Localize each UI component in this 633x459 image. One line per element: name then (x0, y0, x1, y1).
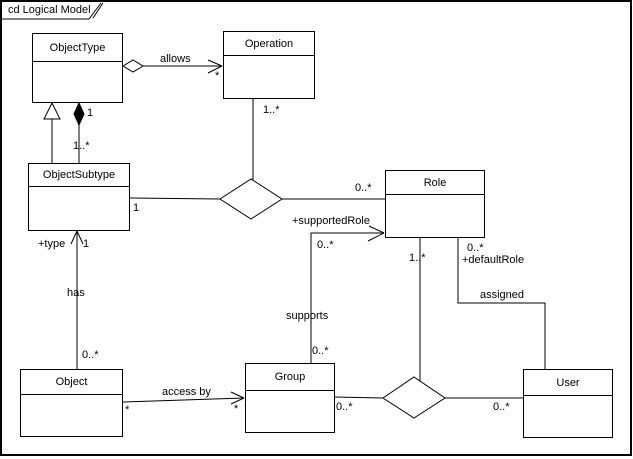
multiplicity-allows-operation: * (215, 70, 220, 82)
open-arrowhead (367, 225, 385, 242)
multiplicity-group-nary2: 0..* (336, 401, 353, 413)
association-name-assigned: assigned (480, 289, 525, 301)
connector-subtype-nary[interactable] (129, 197, 221, 200)
open-arrowhead (230, 391, 245, 405)
connector-group-nary2[interactable] (334, 396, 384, 399)
open-arrowhead (70, 230, 84, 245)
connector-access-by[interactable] (122, 391, 245, 405)
multiplicity-role-nary2: 1..* (409, 252, 426, 264)
class-name-objectsubtype: ObjectSubtype (29, 164, 129, 187)
multiplicity-composition-parent: 1 (87, 107, 94, 119)
multiplicity-user-nary2: 0..* (493, 401, 510, 413)
frame-title: cd Logical Model (8, 4, 91, 16)
multiplicity-type: 1 (83, 238, 90, 250)
multiplicity-supported-role: 0..* (317, 239, 334, 251)
multiplicity-has-object: 0..* (82, 349, 99, 361)
multiplicity-operation-nary: 1..* (263, 104, 280, 116)
connector-composition-type-subtype[interactable] (73, 101, 85, 163)
nary-association-diamond-bottom[interactable] (382, 376, 446, 419)
multiplicity-supports-group: 0..* (312, 345, 329, 357)
multiplicity-composition-child: 1..* (73, 140, 90, 152)
aggregation-diamond (122, 59, 144, 73)
class-name-role: Role (386, 171, 484, 195)
class-node-operation[interactable]: Operation (223, 31, 315, 99)
multiplicity-access-by-object: * (125, 404, 130, 416)
class-name-object: Object (21, 370, 122, 395)
generalization-arrowhead (43, 101, 61, 120)
nary-association-diamond-top[interactable] (219, 178, 283, 220)
rolename-supported-role: +supportedRole (292, 215, 370, 227)
connector-assigned[interactable] (457, 238, 546, 369)
class-node-role[interactable]: Role (385, 170, 485, 238)
composition-diamond (73, 101, 85, 127)
frame-title-tab (2, 2, 102, 20)
connector-supports[interactable] (310, 225, 385, 363)
association-name-supports: supports (286, 310, 329, 322)
multiplicity-access-by-group: * (234, 403, 239, 415)
rolename-default-role: +defaultRole (462, 254, 525, 266)
multiplicity-default-role: 0..* (467, 242, 484, 254)
class-node-user[interactable]: User (523, 369, 613, 438)
class-node-object[interactable]: Object (20, 369, 123, 437)
association-name-allows: allows (160, 53, 191, 65)
connector-has[interactable] (70, 230, 84, 369)
class-name-group: Group (246, 364, 334, 391)
multiplicity-nary-role: 0..* (355, 182, 372, 194)
connector-generalization-subtype-to-type[interactable] (43, 101, 61, 163)
association-name-has: has (67, 287, 85, 299)
multiplicity-subtype-nary: 1 (133, 202, 140, 214)
class-name-operation: Operation (224, 32, 314, 56)
connector-allows[interactable] (122, 59, 223, 74)
class-name-user: User (524, 370, 612, 396)
class-node-objecttype[interactable]: ObjectType (32, 33, 123, 103)
class-node-group[interactable]: Group (245, 363, 335, 433)
class-name-objecttype: ObjectType (33, 34, 122, 62)
rolename-type: +type (38, 238, 66, 250)
frame-title-tab-slash (92, 2, 104, 19)
open-arrowhead (207, 59, 223, 74)
class-node-objectsubtype[interactable]: ObjectSubtype (28, 163, 130, 231)
association-name-access-by: access by (162, 386, 211, 398)
